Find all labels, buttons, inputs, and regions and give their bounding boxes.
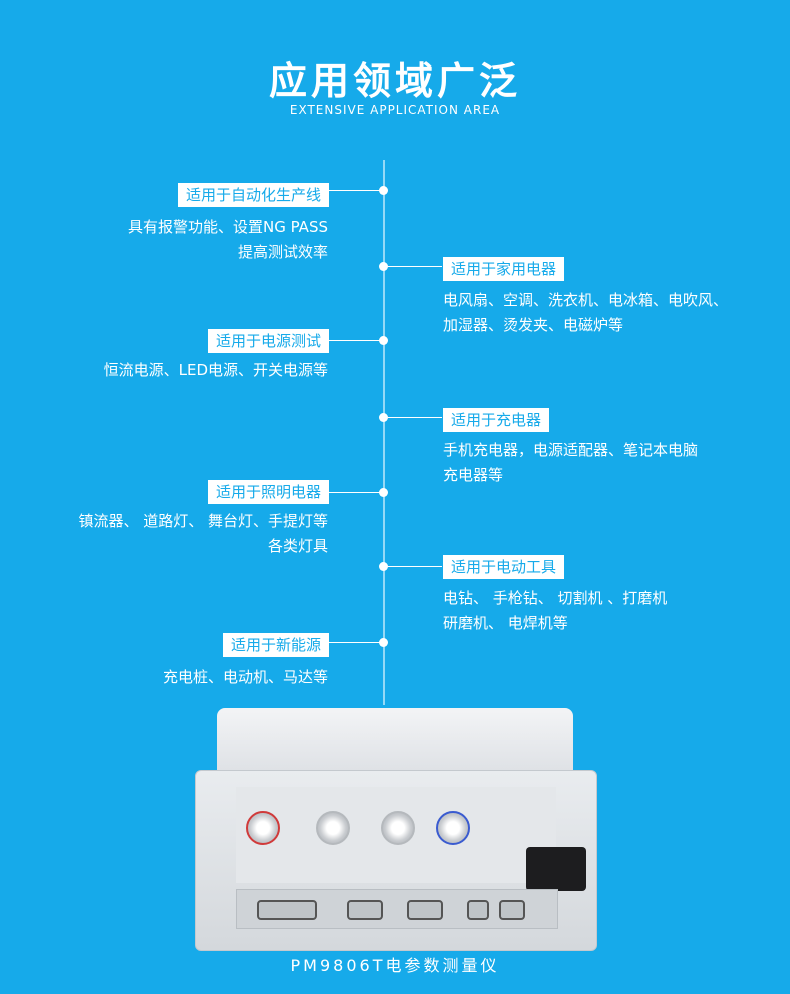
desc-line: 恒流电源、LED电源、开关电源等 [103,361,328,379]
product-image [195,708,597,951]
timeline-node [379,488,388,497]
timeline-node [379,262,388,271]
timeline-node [379,638,388,647]
timeline-connector [329,492,381,493]
desc-household-appliances: 电风扇、空调、洗衣机、电冰箱、电吹风、 加湿器、烫发夹、电磁炉等 [443,288,728,338]
timeline-connector [388,566,442,567]
usb-port [467,900,489,920]
terminal-i-hi [436,811,470,845]
power-socket [526,847,586,891]
desc-line: 研磨机、 电焊机等 [443,614,568,632]
timeline-node [379,186,388,195]
tag-household-appliances: 适用于家用电器 [443,257,565,281]
timeline-connector [388,417,442,418]
desc-line: 提高测试效率 [237,243,328,261]
desc-new-energy: 充电桩、电动机、马达等 [163,665,328,690]
tag-charger: 适用于充电器 [443,408,550,432]
desc-line: 各类灯具 [267,537,328,555]
tag-power-tools: 适用于电动工具 [443,555,565,579]
timeline-node [379,413,388,422]
terminal-v-lo [316,811,350,845]
ethernet-port [499,900,525,920]
timeline-node [379,336,388,345]
desc-automation-line: 具有报警功能、设置NG PASS 提高测试效率 [128,215,328,265]
rs232-port [347,900,383,920]
product-caption: PM9806T电参数测量仪 [290,956,500,975]
timeline-connector [329,340,381,341]
desc-line: 镇流器、 道路灯、 舞台灯、手提灯等 [78,512,328,530]
desc-line: 具有报警功能、设置NG PASS [127,218,328,236]
desc-lighting: 镇流器、 道路灯、 舞台灯、手提灯等 各类灯具 [78,509,328,559]
tag-automation-line: 适用于自动化生产线 [177,183,329,207]
page-subtitle: EXTENSIVE APPLICATION AREA [289,103,501,117]
timeline-connector [388,266,442,267]
desc-line: 充电桩、电动机、马达等 [162,668,328,686]
terminal-panel [236,787,586,891]
tag-new-energy: 适用于新能源 [222,633,329,657]
device-rear-panel [195,770,597,951]
desc-line: 充电器等 [443,466,504,484]
timeline-node [379,562,388,571]
desc-line: 手机充电器，电源适配器、笔记本电脑 [443,441,699,459]
terminal-v-hi [246,811,280,845]
tag-lighting: 适用于照明电器 [207,480,329,504]
device-top-cover [217,708,573,770]
desc-line: 加湿器、烫发夹、电磁炉等 [443,316,624,334]
gpib-port [257,900,317,920]
relay-port [407,900,443,920]
timeline-connector [329,642,381,643]
timeline-axis [383,160,385,705]
desc-line: 电钻、 手枪钻、 切割机 、打磨机 [443,589,668,607]
desc-power-tools: 电钻、 手枪钻、 切割机 、打磨机 研磨机、 电焊机等 [443,586,667,636]
terminal-i-lo [381,811,415,845]
timeline-connector [329,190,381,191]
tag-power-test: 适用于电源测试 [207,329,329,353]
desc-line: 电风扇、空调、洗衣机、电冰箱、电吹风、 [443,291,729,309]
desc-power-test: 恒流电源、LED电源、开关电源等 [104,358,328,383]
interface-plate [236,889,558,929]
page-title: 应用领域广泛 [268,59,521,103]
desc-charger: 手机充电器，电源适配器、笔记本电脑 充电器等 [443,438,698,488]
